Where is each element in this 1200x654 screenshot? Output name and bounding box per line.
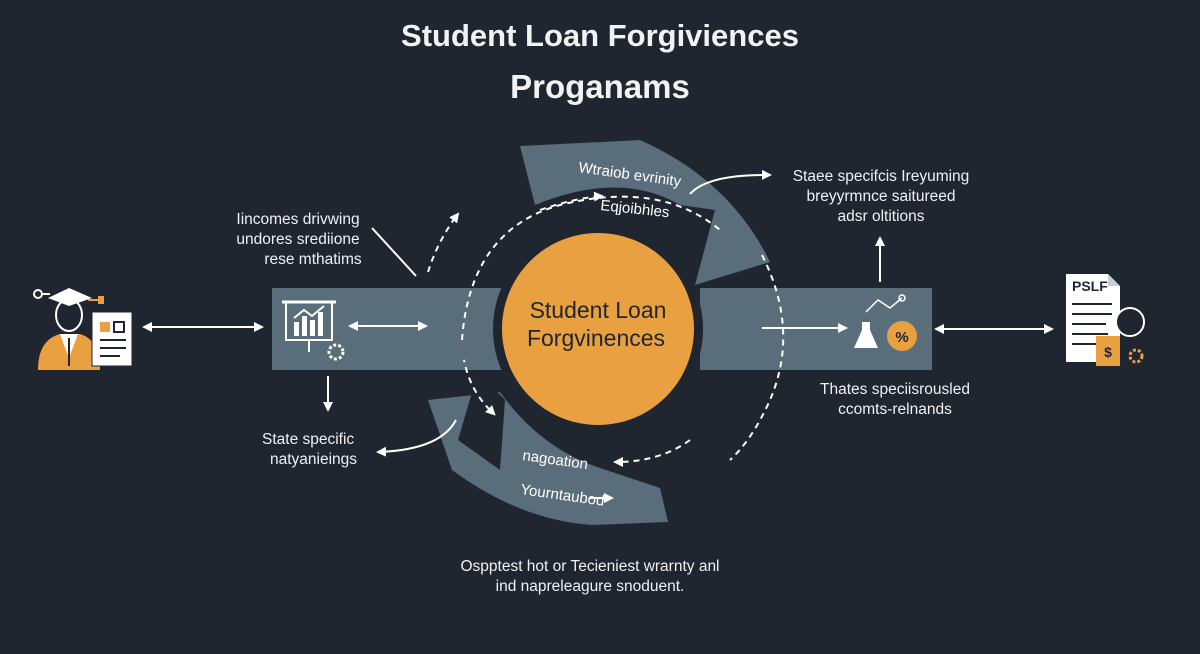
upper-arc-notch	[660, 198, 705, 262]
top-left-label: Iincomes drivwing undores srediione rese…	[218, 210, 378, 270]
lower-arc-notch	[458, 372, 505, 470]
chart-presentation-icon	[282, 300, 345, 361]
percent-flask-icon: %	[854, 294, 917, 351]
pslf-label: PSLF	[1072, 278, 1108, 294]
orbit-dashed-left	[463, 359, 496, 416]
outer-dashed-upper-left	[427, 212, 460, 273]
upper-arc-band	[520, 140, 770, 285]
bottom-center-label-line-2: ind napreleagure snoduent.	[495, 578, 685, 595]
bottom-left-label: State specific natyanieings	[250, 430, 380, 470]
bottom-right-label-line-1: Thates speciisrousled	[820, 381, 970, 398]
graduate-student-icon	[33, 288, 133, 370]
orbit-dashed-bottom	[613, 439, 691, 467]
orbit-dashed-right	[729, 254, 785, 461]
bottom-left-label-line-2: natyanieings	[270, 451, 358, 468]
bottom-right-label-line-2: ccomts-relnands	[838, 401, 952, 418]
diagram-title-line-1: Student Loan Forgiviences	[401, 18, 799, 53]
top-right-label: Staee specifcis Ireyuming breyyrmnce sai…	[776, 167, 986, 227]
hub-title-line-2: Forgvinences	[527, 325, 665, 351]
pslf-document-icon: PSLF $	[1066, 274, 1145, 366]
connector-top-left-label	[371, 227, 417, 277]
bottom-center-label: Ospptest hot or Tecieniest wrarnty anl i…	[430, 557, 750, 597]
top-right-label-line-1: Staee specifcis Ireyuming	[792, 168, 970, 185]
bottom-right-label: Thates speciisrousled ccomts-relnands	[800, 380, 990, 420]
arrow-to-bottom-left-label	[376, 419, 457, 457]
orbit-dashed-upper-arrow	[539, 191, 604, 211]
svg-text:%: %	[895, 329, 908, 346]
bottom-center-label-line-1: Ospptest hot or Tecieniest wrarnty anl	[460, 558, 720, 575]
arrow-to-top-right-label	[689, 169, 772, 195]
bottom-left-label-line-1: State specific	[262, 431, 355, 448]
top-right-label-line-3: adsr oltitions	[837, 208, 925, 225]
svg-text:$: $	[1104, 344, 1112, 360]
top-left-label-line-1: Iincomes drivwing	[236, 211, 360, 228]
top-right-label-line-2: breyyrmnce saitureed	[806, 188, 956, 205]
diagram-title-line-2: Proganams	[510, 68, 690, 105]
orbit-dashed-top	[461, 195, 721, 341]
top-left-label-line-3: rese mthatims	[264, 251, 362, 268]
hub-circle	[502, 233, 694, 425]
top-left-label-line-2: undores srediione	[236, 231, 360, 248]
hub-title-line-1: Student Loan	[530, 297, 667, 323]
